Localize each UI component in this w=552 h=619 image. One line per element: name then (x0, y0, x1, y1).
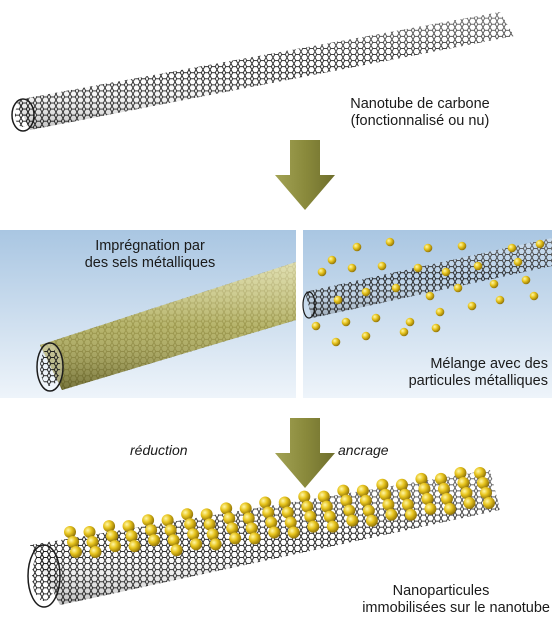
top-caption: Nanotube de carbone (fonctionnalisé ou n… (300, 96, 540, 130)
bound-nanoparticle (366, 515, 378, 527)
metal-particle (362, 332, 371, 341)
metal-particle (426, 292, 435, 301)
bound-nanoparticle (90, 546, 102, 558)
bound-nanoparticle (385, 509, 397, 521)
metal-particle (414, 264, 423, 273)
top-caption-line1: Nanotube de carbone (300, 96, 540, 113)
bound-nanoparticle (463, 497, 475, 509)
bottom-caption: Nanoparticules immobilisées sur le nanot… (312, 583, 552, 617)
metal-particle (362, 288, 371, 297)
metal-particle (386, 238, 395, 247)
arrow-down-2 (275, 418, 335, 488)
metal-particle (514, 258, 523, 267)
metal-particle (536, 240, 545, 249)
metal-particle (328, 256, 337, 265)
metal-particle (353, 243, 362, 252)
metal-particle (312, 322, 321, 331)
label-reduction: réduction (130, 442, 188, 458)
metal-particle (372, 314, 381, 323)
metal-particle (490, 280, 499, 289)
metal-particle (496, 296, 505, 305)
metal-particle (392, 284, 401, 293)
panel-right-caption-line2: particules métalliques (306, 373, 548, 390)
metal-particle (432, 324, 441, 333)
bound-nanoparticle (229, 532, 241, 544)
top-caption-line2: (fonctionnalisé ou nu) (300, 113, 540, 130)
bound-nanoparticle (307, 521, 319, 533)
metal-particle (454, 284, 463, 293)
metal-particle (458, 242, 467, 251)
bound-nanoparticle (210, 538, 222, 550)
metal-particle (406, 318, 415, 327)
bound-nanoparticle (444, 503, 456, 515)
metal-particle (424, 244, 433, 253)
panel-right-caption: Mélange avec des particules métalliques (306, 356, 552, 390)
panel-right-caption-line1: Mélange avec des (306, 356, 548, 373)
bound-nanoparticle (346, 515, 358, 527)
metal-particle (468, 302, 477, 311)
metal-particle (508, 244, 517, 253)
bound-nanoparticle (405, 509, 417, 521)
bound-nanoparticle (249, 532, 261, 544)
bound-nanoparticle (70, 546, 82, 558)
bound-nanoparticle (190, 538, 202, 550)
metal-particle (436, 308, 445, 317)
bottom-caption-line1: Nanoparticules (312, 583, 550, 600)
metal-particle (318, 268, 327, 277)
metal-particle (342, 318, 351, 327)
panel-left-caption-line1: Imprégnation par (40, 238, 260, 255)
panel-left-caption: Imprégnation par des sels métalliques (40, 238, 260, 272)
panel-left-caption-line2: des sels métalliques (40, 255, 260, 272)
label-ancrage: ancrage (338, 442, 389, 458)
arrow-down-1 (275, 140, 335, 210)
metal-particle (334, 296, 343, 305)
bottom-caption-line2: immobilisées sur le nanotube (312, 600, 550, 617)
metal-particle (332, 338, 341, 347)
bound-nanoparticle (424, 503, 436, 515)
bound-nanoparticle (148, 534, 160, 546)
metal-particle (442, 268, 451, 277)
metal-particle (530, 292, 539, 301)
metal-particle (348, 264, 357, 273)
bound-nanoparticle (288, 527, 300, 539)
bound-nanoparticle (129, 540, 141, 552)
metal-particle (522, 276, 531, 285)
bound-nanoparticle (327, 521, 339, 533)
metal-particle (400, 328, 409, 337)
bound-nanoparticle (109, 540, 121, 552)
metal-particle (378, 262, 387, 271)
bound-nanoparticle (171, 544, 183, 556)
bound-nanoparticle (268, 526, 280, 538)
bound-nanoparticle (483, 497, 495, 509)
metal-particle (474, 262, 483, 271)
